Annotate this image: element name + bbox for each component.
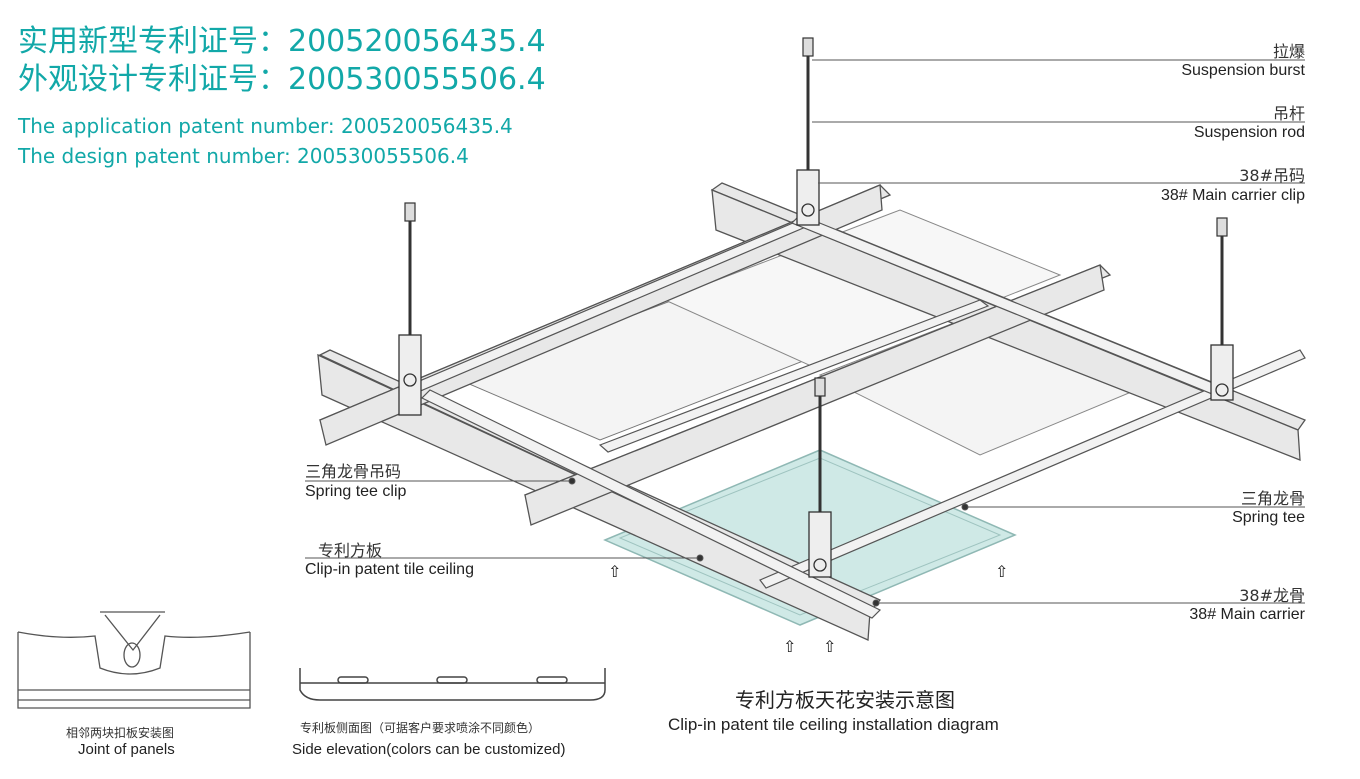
side-caption-en: Side elevation(colors can be customized) bbox=[292, 741, 566, 758]
up-arrow-icon: ⇧ bbox=[783, 637, 797, 656]
label-patent-tile-en: Clip-in patent tile ceiling bbox=[305, 561, 474, 578]
joint-of-panels-sketch bbox=[17, 611, 251, 709]
label-main-carrier-clip-cn: 38#吊码 bbox=[1239, 166, 1305, 185]
up-arrow-icon: ⇧ bbox=[608, 562, 622, 581]
label-suspension-burst-en: Suspension burst bbox=[1181, 62, 1305, 79]
patent-design-en: The design patent number: 200530055506.4 bbox=[18, 144, 469, 168]
joint-caption-en: Joint of panels bbox=[78, 741, 175, 758]
label-suspension-rod-cn: 吊杆 bbox=[1272, 104, 1305, 123]
joint-caption-cn: 相邻两块扣板安装图 bbox=[66, 726, 175, 740]
suspension-bursts bbox=[404, 37, 1228, 397]
label-spring-tee-clip-cn: 三角龙骨吊码 bbox=[305, 462, 402, 481]
label-patent-tile-cn: 专利方板 bbox=[318, 541, 383, 560]
main-caption-en: Clip-in patent tile ceiling installation… bbox=[668, 715, 999, 734]
patent-app-en: The application patent number: 200520056… bbox=[18, 114, 513, 138]
up-arrow-icon: ⇧ bbox=[995, 562, 1009, 581]
label-spring-tee-clip-en: Spring tee clip bbox=[305, 483, 407, 500]
side-caption-cn: 专利板侧面图（可据客户要求喷涂不同颜色） bbox=[300, 721, 541, 735]
label-spring-tee-cn: 三角龙骨 bbox=[1240, 489, 1305, 508]
up-arrow-icon: ⇧ bbox=[823, 637, 837, 656]
main-caption-cn: 专利方板天花安装示意图 bbox=[735, 688, 955, 712]
label-main-carrier-cn: 38#龙骨 bbox=[1239, 586, 1305, 605]
leader-lines bbox=[305, 59, 1305, 607]
side-elevation-sketch bbox=[299, 668, 606, 701]
label-suspension-rod-en: Suspension rod bbox=[1193, 124, 1305, 141]
label-suspension-burst-cn: 拉爆 bbox=[1272, 42, 1305, 61]
label-spring-tee-en: Spring tee bbox=[1232, 509, 1305, 526]
carrier-clips bbox=[398, 169, 1234, 578]
patent-app-cn: 实用新型专利证号：200520056435.4 bbox=[18, 24, 546, 59]
label-main-carrier-en: 38# Main carrier bbox=[1189, 606, 1305, 623]
label-main-carrier-clip-en: 38# Main carrier clip bbox=[1160, 187, 1305, 204]
spring-tee-rails bbox=[408, 214, 1306, 619]
patent-design-cn: 外观设计专利证号：200530055506.4 bbox=[18, 62, 546, 97]
